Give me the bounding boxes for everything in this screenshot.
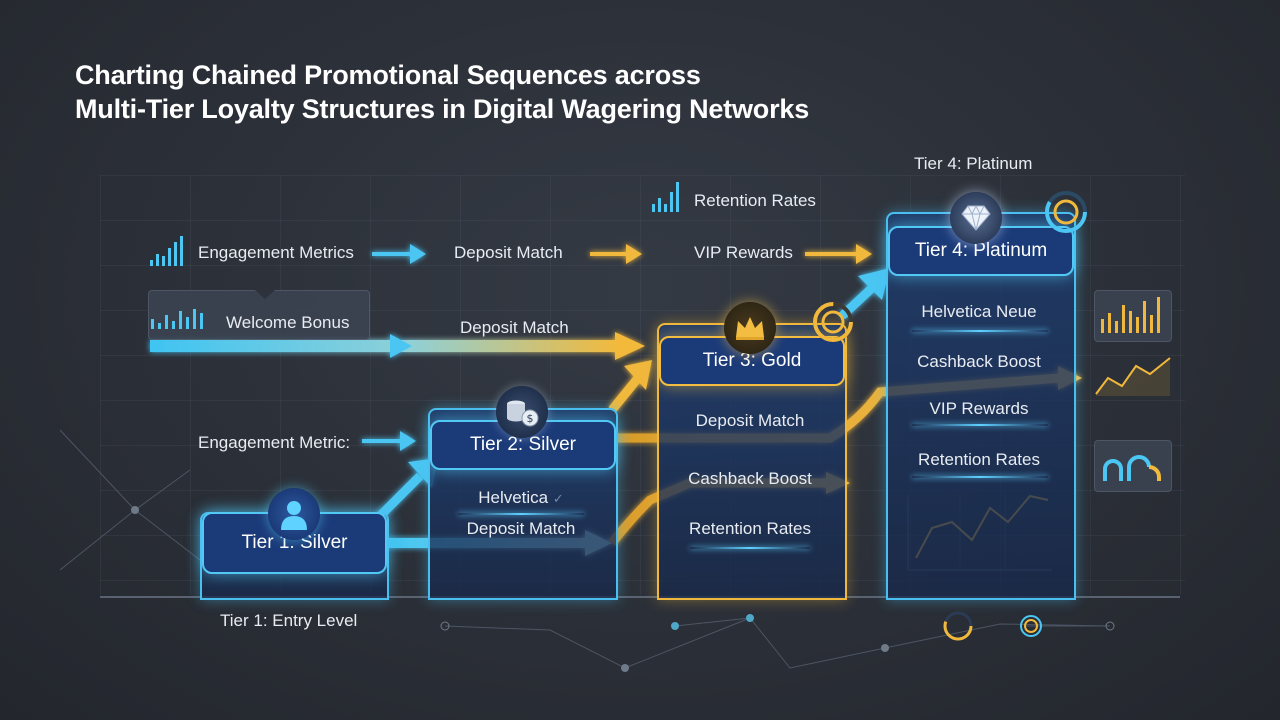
bar-chart-icon: [150, 234, 188, 268]
tier4-name: Tier 4: Platinum: [914, 240, 1048, 261]
vip-rewards-top-label: VIP Rewards: [694, 243, 793, 262]
tier3-item-3: Retention Rates: [689, 519, 811, 538]
welcome-bonus-label: Welcome Bonus: [226, 313, 350, 332]
retention-bar-icon: [652, 180, 688, 214]
right-line-widget: [1094, 352, 1174, 398]
deposit-match-mid-label: Deposit Match: [460, 318, 569, 337]
tier2-divider: [458, 513, 584, 515]
network-nodes: [131, 506, 1115, 672]
user-icon: [268, 488, 320, 540]
page-title: Charting Chained Promotional Sequences a…: [75, 58, 975, 126]
tier4-item-4: Retention Rates: [918, 450, 1040, 469]
tier2-item-2: Deposit Match: [466, 519, 576, 538]
tier1-name: Tier 1: Silver: [241, 532, 348, 553]
gauge-arcs-icon: [1103, 455, 1161, 481]
tier1-caption: Tier 1: Entry Level: [220, 611, 358, 630]
tier2-item-1: Helvetica ✓: [428, 488, 614, 508]
svg-text:$: $: [527, 412, 534, 425]
right-bar-widget: [1094, 290, 1172, 342]
tier3-name: Tier 3: Gold: [702, 350, 802, 371]
deposit-match-top-label: Deposit Match: [454, 243, 563, 262]
tier3-item-2: Cashback Boost: [688, 469, 812, 488]
tier4-caption: Tier 4: Platinum: [914, 154, 1033, 173]
gold-line-chart-icon: [1095, 357, 1171, 396]
diamond-icon: [950, 192, 1002, 244]
tier4-item-3: VIP Rewards: [929, 399, 1029, 418]
top-row-arrows: [372, 244, 872, 264]
engagement-metric-low-label: Engagement Metric:: [198, 433, 351, 452]
tier4-item-1: Helvetica Neue: [921, 302, 1037, 321]
card-notch: [255, 290, 275, 299]
engagement-metrics-label: Engagement Metrics: [198, 243, 354, 262]
right-gauge-widget: [1094, 440, 1172, 492]
title-line-2: Multi-Tier Loyalty Structures in Digital…: [75, 94, 810, 124]
welcome-bar-icon: [151, 309, 203, 329]
coins-icon: $: [496, 386, 548, 438]
tier4-divider-2: [912, 424, 1048, 426]
tier3-item-1: Deposit Match: [695, 411, 805, 430]
tier4-divider-1: [912, 330, 1048, 332]
engagement-low-arrow: [362, 431, 416, 451]
title-line-1: Charting Chained Promotional Sequences a…: [75, 60, 701, 90]
tier2-to-tier3-arrow: [608, 360, 652, 413]
tier2-item-1-text: Helvetica: [478, 488, 549, 507]
tier3-to-tier4-arrow: [838, 268, 890, 320]
retention-rates-top-label: Retention Rates: [694, 191, 816, 210]
welcome-bonus-card[interactable]: Welcome Bonus: [148, 290, 370, 340]
tier4-column: [886, 212, 1076, 600]
welcome-bonus-arrow: [150, 332, 645, 360]
gold-bar-chart-icon: [1101, 297, 1160, 333]
check-icon: ✓: [552, 491, 564, 506]
tier4-divider-3: [912, 476, 1048, 478]
crown-icon: [724, 302, 776, 354]
tier2-name: Tier 2: Silver: [470, 434, 576, 455]
tier3-divider: [690, 547, 810, 549]
tier4-item-2: Cashback Boost: [917, 352, 1041, 371]
